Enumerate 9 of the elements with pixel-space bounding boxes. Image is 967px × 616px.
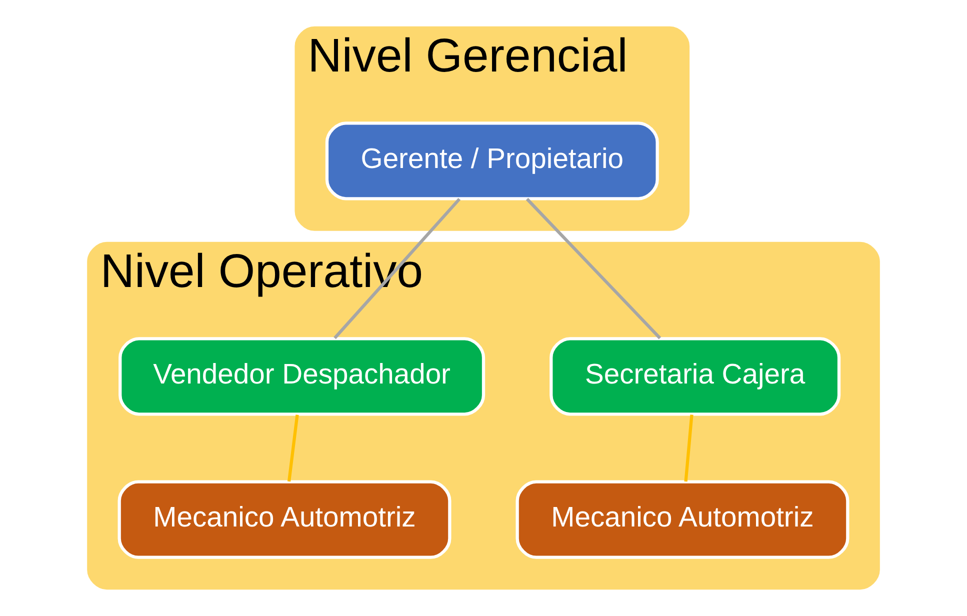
node-box: Gerente / Propietario xyxy=(325,122,659,200)
node-box: Vendedor Despachador xyxy=(118,337,486,416)
connector xyxy=(287,414,299,482)
node-box: Mecanico Automotriz xyxy=(516,480,850,559)
node-box: Mecanico Automotriz xyxy=(118,480,452,559)
connector xyxy=(526,198,662,340)
connector xyxy=(334,198,461,340)
connector xyxy=(684,414,694,482)
node-box: Secretaria Cajera xyxy=(550,337,841,416)
